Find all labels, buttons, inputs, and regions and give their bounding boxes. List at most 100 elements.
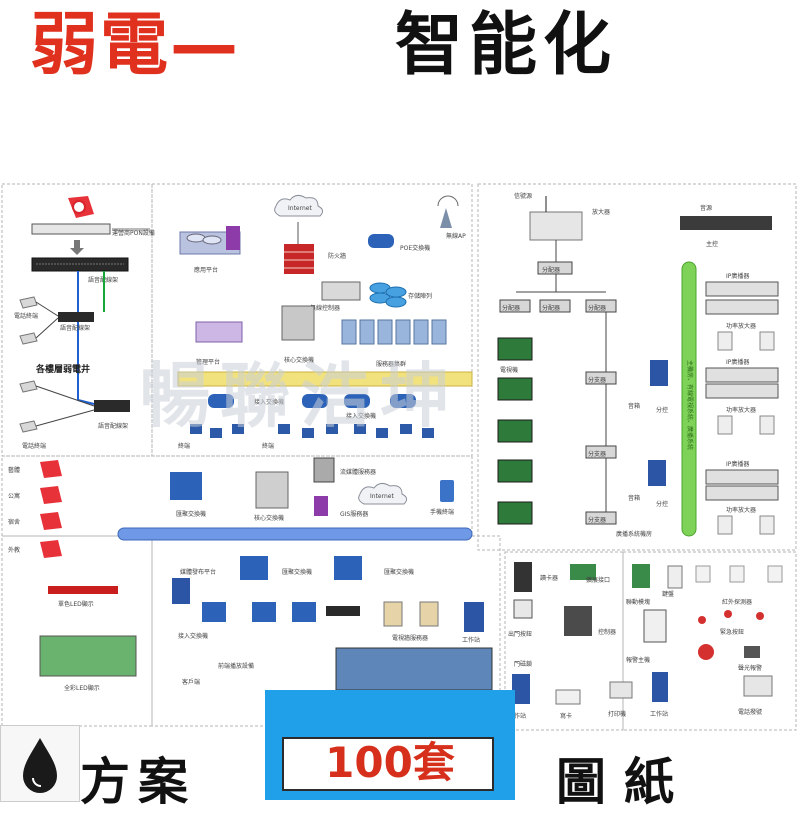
gis-server-label: GIS服務器 (340, 510, 368, 518)
zone-1-label: 分控 (656, 406, 668, 414)
splitter-4-label: 分配器 (588, 304, 606, 312)
firewall-label: 防火牆 (328, 252, 346, 260)
infrared-detector-label: 紅外探測器 (722, 598, 752, 606)
playback-device-label: 前端播放設備 (218, 662, 254, 670)
mgmt-platform-label: 管理平台 (196, 358, 220, 366)
operator-pon-label: 運營商PON設備 (112, 229, 155, 237)
core-switch-2-label: 核心交換機 (254, 514, 284, 522)
door-button-label: 出門按鈕 (508, 630, 532, 638)
voice-system: 運營商PON設備 語音配線架 語音配線架 電話終端 各樓層弱電井 語音配線架 電… (14, 196, 155, 450)
voice-frame-2-label: 語音配線架 (60, 324, 90, 332)
floor-weak-well-label: 各樓層弱電井 (35, 363, 90, 375)
access-switch-1-label: 接入交換機 (254, 398, 284, 406)
voice-frame-3-label: 語音配線架 (98, 422, 128, 430)
broadcast-system: 音源 主控 主機房、有線電視系統、廣播系統 音箱 分控 音箱 分控 IP廣播器 … (628, 204, 779, 537)
branch-1-label: 分支器 (588, 376, 606, 384)
server-cluster-icon (341, 319, 447, 345)
cable-tv-label: 主機房、有線電視系統、廣播系統 (686, 360, 694, 450)
core-switch-1-label: 核心交換機 (284, 356, 314, 364)
signal-source-label: 信號源 (514, 192, 532, 200)
internet-1-label: Internet (288, 205, 312, 212)
logo-icon (0, 725, 80, 802)
splitter-2-label: 分配器 (502, 304, 520, 312)
reader-label: 讀卡器 (540, 574, 558, 582)
campus-building-icons (40, 460, 62, 558)
controller-label: 控制器 (598, 628, 616, 636)
server-cluster-label: 服務器集群 (376, 360, 406, 368)
watermark-text: 暢聯浩坤 (140, 355, 460, 437)
highlight-box (282, 737, 494, 791)
footer-left-text: 方案 (80, 753, 196, 811)
footer-highlight-text: 100套 (325, 738, 455, 787)
amplifier-label: 放大器 (592, 208, 610, 216)
linkage-module-label: 聯動模塊 (626, 598, 650, 606)
control-host-label: 主控 (706, 240, 718, 248)
access-control: 讀卡器 擴展接口 出門按鈕 控制器 門磁鎖 工作站 寫卡 (508, 562, 616, 720)
expansion-board-label: 擴展接口 (586, 576, 610, 584)
terminal-1-label: 終端 (178, 442, 190, 450)
printer-label: 打印機 (608, 710, 626, 718)
title-red-part: 弱電— (30, 6, 241, 85)
mobile-terminal-label: 手機終端 (430, 508, 454, 516)
wireless-ap-icon (437, 195, 459, 228)
phone-terminal-1-label: 電話終端 (14, 312, 38, 320)
agg-switch-3-label: 匯聚交換機 (384, 568, 414, 576)
tv-wall-server-label: 電視牆服務器 (392, 634, 428, 642)
title-black-part: 智能化 (395, 6, 618, 85)
ip-host-2-label: IP廣播器 (726, 358, 749, 366)
alarm-system: 聯動模塊 鍵盤 紅外探測器 報警主機 緊急按鈕 聲光報警 打印機 工作站 電話撥… (608, 564, 783, 718)
speaker-1-label: 音箱 (628, 402, 640, 410)
broadcast-room-label: 廣播系統機房 (616, 530, 652, 538)
phone-terminal-2-label: 電話終端 (22, 442, 46, 450)
splitter-3-label: 分配器 (542, 304, 560, 312)
speaker-2-label: 音箱 (628, 494, 640, 502)
access-switches-top (208, 394, 416, 408)
tv-label: 電視機 (500, 366, 518, 374)
led-single-label: 單色LED顯示 (58, 600, 94, 608)
tv-screens (497, 337, 533, 525)
workstation-2-label: 工作站 (508, 712, 526, 720)
branch-3-label: 分支器 (588, 516, 606, 524)
internet-2-label: Internet (370, 493, 394, 500)
terminals-top (190, 424, 434, 438)
media-system: 媒體發布平台 匯聚交換機 匯聚交換機 接入交換機 前端播放設備 電視牆服務器 工… (172, 556, 493, 691)
emergency-button-label: 緊急按鈕 (720, 628, 744, 636)
wireless-controller-label: 無線控制器 (310, 304, 340, 312)
app-platform-icon (179, 226, 241, 255)
external-label: 外教 (8, 546, 20, 554)
streaming-server-label: 流媒體服務器 (340, 468, 376, 476)
electric-lock-label: 門磁鎖 (514, 660, 532, 668)
amp-1-label: 功率放大器 (726, 322, 756, 330)
dorm-label: 宿舍 (8, 518, 20, 526)
zone-2-label: 分控 (656, 500, 668, 508)
app-platform-label: 應用平台 (194, 266, 218, 274)
network-diagram: 運營商PON設備 語音配線架 語音配線架 電話終端 各樓層弱電井 語音配線架 電… (1, 183, 797, 731)
branch-2-label: 分支器 (588, 450, 606, 458)
cable-tv-system: 信號源 放大器 分配器 分配器 分配器 分配器 電視機 分支 (497, 192, 652, 538)
phone-alarm-label: 電話撥號 (738, 708, 762, 716)
ip-host-3-label: IP廣播器 (726, 460, 749, 468)
wireless-ap-label: 無線AP (446, 232, 466, 240)
workstation-1-label: 工作站 (462, 636, 480, 644)
footer-right-text: 圖紙 (556, 753, 692, 811)
access-switch-3-label: 接入交換機 (178, 632, 208, 640)
splitter-1-label: 分配器 (542, 266, 560, 274)
poe-switch-label: POE交換機 (400, 244, 430, 252)
amp-3-label: 功率放大器 (726, 506, 756, 514)
access-switch-2-label: 接入交換機 (346, 412, 376, 420)
agg-switch-2-label: 匯聚交換機 (282, 568, 312, 576)
panel-borders (1, 183, 797, 731)
office-label: 公寓 (8, 492, 20, 500)
client-label: 客戶端 (182, 678, 200, 686)
amp-2-label: 功率放大器 (726, 406, 756, 414)
alarm-host-label: 報警主機 (626, 656, 650, 664)
broadcast-machine-label: 音源 (700, 204, 712, 212)
agg-switch-1-label: 匯聚交換機 (176, 510, 206, 518)
workstation-3-label: 工作站 (650, 710, 668, 718)
siren-label: 聲光報警 (738, 664, 762, 672)
firewall-icon (284, 244, 314, 274)
storage-array-icon (369, 282, 407, 308)
campus-network: 藝體 公寓 宿舍 外教 匯聚交換機 核心交換機 流媒體服務器 Internet … (8, 457, 473, 692)
art-label: 藝體 (8, 466, 20, 474)
storage-array-label: 存儲陣列 (408, 292, 432, 300)
